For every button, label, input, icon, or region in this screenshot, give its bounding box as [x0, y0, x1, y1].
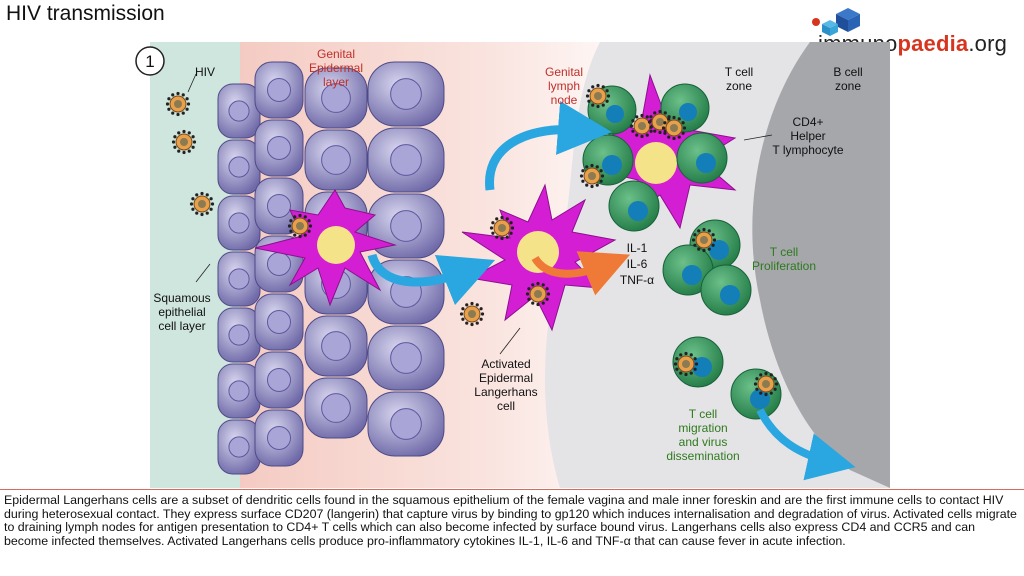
- activated-pointer: [499, 327, 521, 355]
- migration-arrow-2: [485, 101, 612, 191]
- svg-text:T lymphocyte: T lymphocyte: [772, 143, 843, 157]
- panel-number-circle: [135, 46, 165, 76]
- migration-arrow-1: [367, 253, 496, 306]
- epithelial-cell: [217, 363, 261, 419]
- svg-text:Genital: Genital: [317, 47, 355, 61]
- svg-text:Helper: Helper: [790, 129, 825, 143]
- logo-cubes-icon: [812, 8, 860, 36]
- svg-text:Genital: Genital: [545, 65, 583, 79]
- svg-text:zone: zone: [726, 79, 752, 93]
- epithelial-cell: [304, 67, 368, 129]
- svg-text:T cell: T cell: [689, 407, 717, 421]
- hiv-pointer: [187, 73, 197, 93]
- immunopaedia-logo: [812, 8, 860, 36]
- panel-number: 1: [145, 52, 154, 71]
- hiv-transmission-diagram: 1 HIV Genital Epidermal layer Squamous e…: [135, 42, 890, 488]
- svg-text:T cell: T cell: [770, 245, 798, 259]
- genital-epidermal-label: Genital Epidermal layer: [309, 47, 363, 89]
- squamous-pointer: [195, 263, 211, 283]
- t-cell-proliferation-label: T cell Proliferation: [752, 245, 816, 273]
- lymph-node-langerhans-nucleus: [635, 142, 677, 184]
- svg-text:Langerhans: Langerhans: [474, 385, 537, 399]
- t-cell: [700, 264, 752, 316]
- lymph-node-label: Genital lymph node: [545, 65, 583, 107]
- hiv-virion-icon: [287, 213, 313, 239]
- hiv-virion-icon: [579, 163, 605, 189]
- activated-langerhans-nucleus: [517, 231, 559, 273]
- svg-text:epithelial: epithelial: [158, 305, 205, 319]
- b-cell-zone-label: B cell zone: [833, 65, 862, 93]
- epithelial-cell: [217, 139, 261, 195]
- svg-text:Squamous: Squamous: [153, 291, 210, 305]
- epithelial-cell-layer: [217, 61, 445, 475]
- epithelial-cell: [217, 307, 261, 363]
- svg-text:Epidermal: Epidermal: [309, 61, 363, 75]
- epithelial-cell: [367, 61, 445, 127]
- t-cell: [730, 368, 782, 420]
- t-cell: [676, 132, 728, 184]
- svg-text:TNF-α: TNF-α: [620, 273, 654, 287]
- svg-text:T cell: T cell: [725, 65, 753, 79]
- epithelial-cell: [217, 251, 261, 307]
- svg-text:IL-1: IL-1: [627, 241, 648, 255]
- epithelial-cell: [304, 129, 368, 191]
- epithelial-cell: [367, 391, 445, 457]
- svg-text:Epidermal: Epidermal: [479, 371, 533, 385]
- hiv-virion-icon: [165, 91, 191, 117]
- svg-text:cell layer: cell layer: [158, 319, 205, 333]
- epithelial-cell: [367, 325, 445, 391]
- svg-text:zone: zone: [835, 79, 861, 93]
- caption-text: Epidermal Langerhans cells are a subset …: [4, 493, 1017, 548]
- dissemination-arrow: [756, 408, 856, 481]
- hiv-label: HIV: [195, 65, 215, 79]
- squamous-label: Squamous epithelial cell layer: [153, 291, 210, 333]
- svg-text:B cell: B cell: [833, 65, 862, 79]
- svg-text:dissemination: dissemination: [666, 449, 739, 463]
- epithelial-cell: [254, 409, 304, 467]
- epithelial-cell: [217, 83, 261, 139]
- svg-text:cell: cell: [497, 399, 515, 413]
- svg-text:lymph: lymph: [548, 79, 580, 93]
- caption-divider: [0, 489, 1024, 490]
- svg-text:and virus: and virus: [679, 435, 728, 449]
- cd4-pointer: [743, 134, 773, 141]
- t-cell-migration-label: T cell migration and virus dissemination: [666, 407, 739, 463]
- hiv-virion-icon: [673, 351, 699, 377]
- hiv-virion-icon: [525, 281, 551, 307]
- epithelial-cell: [217, 419, 261, 475]
- cytokine-arrow: [531, 251, 631, 296]
- svg-text:node: node: [551, 93, 578, 107]
- hiv-virion-icon: [753, 371, 779, 397]
- epithelial-cell: [304, 315, 368, 377]
- svg-text:Proliferation: Proliferation: [752, 259, 816, 273]
- svg-text:Activated: Activated: [481, 357, 530, 371]
- epithelial-cell: [217, 195, 261, 251]
- epithelial-cell: [304, 377, 368, 439]
- epithelial-cell: [254, 61, 304, 119]
- cytokines-label: IL-1 IL-6 TNF-α: [620, 241, 654, 287]
- hiv-virions: [165, 83, 779, 397]
- hiv-virion-icon: [171, 129, 197, 155]
- b-cell-zone: [752, 42, 890, 488]
- svg-text:migration: migration: [678, 421, 727, 435]
- svg-text:CD4+: CD4+: [792, 115, 823, 129]
- svg-text:IL-6: IL-6: [627, 257, 648, 271]
- hiv-virion-icon: [661, 115, 687, 141]
- page-title: HIV transmission: [6, 2, 165, 25]
- epithelial-cell: [254, 119, 304, 177]
- epithelial-cell: [254, 293, 304, 351]
- hiv-virion-icon: [489, 215, 515, 241]
- epithelial-cell: [367, 127, 445, 193]
- activated-langerhans-label: Activated Epidermal Langerhans cell: [474, 357, 537, 413]
- hiv-virion-icon: [189, 191, 215, 217]
- t-cell: [608, 180, 660, 232]
- epithelial-cell: [254, 351, 304, 409]
- svg-text:layer: layer: [323, 75, 349, 89]
- hiv-virion-icon: [691, 227, 717, 253]
- cd4-helper-label: CD4+ Helper T lymphocyte: [772, 115, 843, 157]
- hiv-virion-icon: [629, 113, 655, 139]
- t-cell-zone-label: T cell zone: [725, 65, 753, 93]
- langerhans-nucleus: [317, 226, 355, 264]
